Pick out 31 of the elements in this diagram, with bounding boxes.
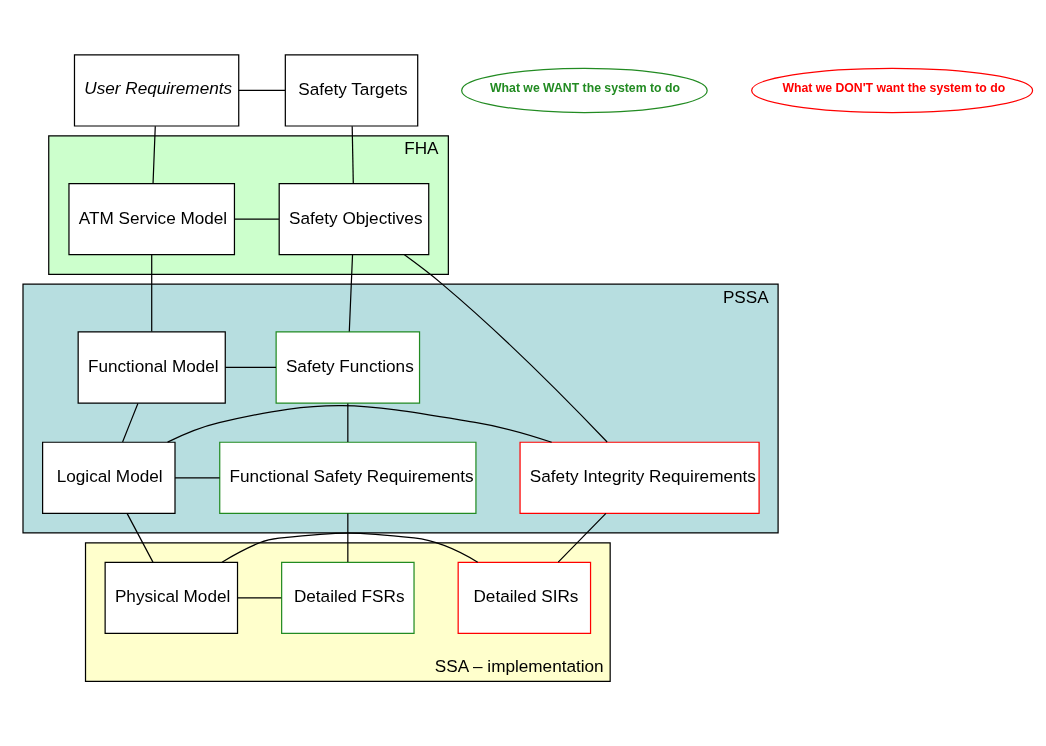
- node-ellipse: What we DON'T want the system to do: [751, 67, 1034, 114]
- connector: [126, 512, 154, 563]
- node-box: Safety Integrity Requirements: [519, 441, 760, 514]
- node-box: User Requirements: [73, 54, 240, 127]
- node-box: Functional Safety Requirements: [219, 441, 477, 514]
- connector: [224, 366, 277, 369]
- connector: [152, 125, 156, 185]
- node-box: Safety Functions: [275, 331, 421, 404]
- node-box: Safety Targets: [284, 54, 419, 127]
- connector: [348, 254, 354, 333]
- node-box: Functional Model: [77, 331, 226, 404]
- connector: [347, 512, 349, 563]
- connector: [234, 218, 280, 220]
- connector: [174, 477, 221, 479]
- connector: [151, 254, 153, 333]
- connector: [238, 89, 286, 92]
- connector: [403, 254, 608, 443]
- connector: [347, 402, 349, 443]
- connector: [221, 532, 479, 563]
- node-box: Safety Objectives: [278, 183, 430, 256]
- node-box: Logical Model: [42, 441, 176, 514]
- connector: [166, 405, 553, 443]
- connector: [122, 402, 139, 443]
- node-box: Physical Model: [104, 561, 239, 635]
- node-box: Detailed FSRs: [281, 561, 415, 635]
- connector: [557, 512, 607, 563]
- node-ellipse: What we WANT the system to do: [461, 67, 708, 114]
- connector: [237, 597, 282, 599]
- connector: [351, 125, 354, 185]
- node-box: Detailed SIRs: [457, 561, 592, 635]
- node-box: ATM Service Model: [68, 183, 236, 256]
